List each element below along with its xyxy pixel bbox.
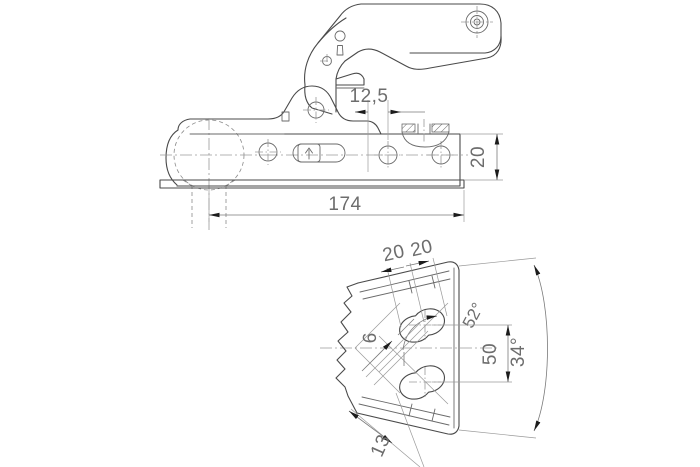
dimension-34-deg: 34° — [458, 257, 548, 439]
lever-hardware — [320, 6, 493, 68]
dimension-label-20-height: 20 — [468, 146, 489, 168]
dimension-label-174: 174 — [328, 194, 361, 215]
dimension-label-12-5: 12,5 — [350, 86, 389, 107]
dimension-12-5: 12,5 — [350, 86, 425, 172]
dimension-6: 6 — [360, 318, 429, 386]
plan-detail-view: 20 20 52° 50 34° — [320, 236, 548, 467]
dimension-label-20-a: 20 — [381, 241, 407, 266]
dimension-label-6: 6 — [360, 332, 381, 344]
body-boss — [255, 139, 281, 165]
flange-bolt-holes — [266, 141, 468, 169]
slot-hole-lower — [399, 365, 445, 400]
plate-rib-lines — [408, 275, 436, 422]
handle-lever — [304, 3, 502, 115]
dimension-label-52-deg: 52° — [459, 300, 488, 332]
mounting-flange — [176, 133, 461, 187]
base-plate-bar — [159, 179, 465, 189]
flange-recess-section — [401, 119, 450, 148]
indicator-window — [292, 143, 346, 163]
dimension-label-20-b: 20 — [409, 236, 435, 261]
slot-holes — [399, 308, 445, 400]
side-elevation-view: 12,5 20 174 — [159, 3, 503, 232]
coupling-body — [177, 85, 382, 135]
dimension-50: 50 — [432, 324, 512, 383]
dimension-label-13: 13 — [367, 431, 395, 460]
slot-construction-lines — [354, 302, 449, 405]
dimension-label-34-deg: 34° — [508, 337, 529, 367]
dimension-20-20-pitch: 20 20 — [381, 236, 448, 328]
dimension-20-height: 20 — [460, 133, 503, 181]
slot-hole-upper — [399, 308, 445, 343]
dimension-label-50: 50 — [480, 343, 501, 365]
dimension-174: 174 — [208, 190, 465, 222]
